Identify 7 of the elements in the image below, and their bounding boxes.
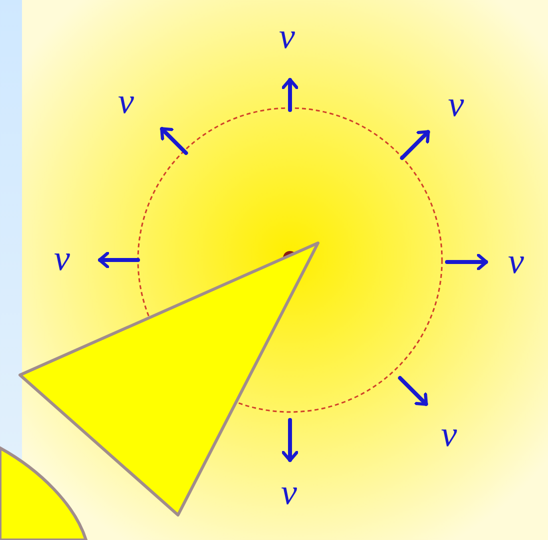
- velocity-label: v: [279, 18, 295, 54]
- velocity-label: v: [441, 416, 457, 452]
- velocity-label: v: [448, 86, 464, 122]
- velocity-label: v: [281, 474, 297, 510]
- velocity-label: v: [54, 240, 70, 276]
- velocity-label: v: [508, 243, 524, 279]
- velocity-label: v: [118, 83, 134, 119]
